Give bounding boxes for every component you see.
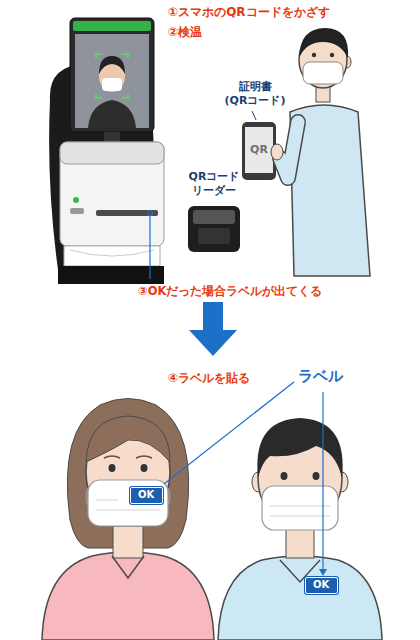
ok-label: OK	[130, 487, 163, 504]
step-text: ①スマホのQRコードをかざす	[168, 5, 330, 20]
label-text: OK	[137, 489, 156, 501]
leader-line	[252, 111, 256, 120]
paper-roll	[64, 246, 160, 266]
step-text: ④ラベルを貼る	[168, 371, 250, 386]
step-arrow	[189, 302, 237, 356]
label-printer	[60, 142, 164, 246]
woman-bangs	[86, 416, 170, 462]
person-eye	[312, 53, 316, 57]
qr-reader-window	[198, 228, 230, 244]
face-detect-frame	[96, 54, 128, 98]
tablet-screen	[75, 34, 149, 128]
ok-label: OK	[305, 577, 338, 594]
screen-person-mask	[102, 78, 122, 91]
person-hair	[299, 28, 348, 58]
printer-button	[70, 208, 84, 214]
person-eye	[330, 53, 334, 57]
leader-line	[322, 392, 323, 570]
kiosk-base	[58, 266, 164, 284]
person-hand	[271, 144, 283, 160]
phone-screen	[245, 127, 273, 173]
woman-shirt	[42, 552, 214, 640]
man-neck	[286, 526, 314, 558]
man-eye	[281, 472, 288, 480]
woman-neck	[113, 526, 143, 558]
part-name: 証明書 (QRコード)	[222, 80, 288, 108]
printer-lid	[60, 142, 164, 164]
leader-arrowhead	[319, 569, 327, 576]
screen-text: QR	[250, 143, 268, 157]
paper-curve	[70, 250, 154, 256]
part-name: QRコード リーダー	[181, 170, 247, 198]
screen-person-body	[88, 100, 136, 128]
leader-line	[164, 382, 294, 484]
qr-reader-top	[193, 210, 235, 224]
sensor-bar	[73, 21, 151, 31]
person-mask	[303, 62, 343, 84]
woman-brows	[104, 456, 152, 458]
qr-reader	[188, 206, 240, 252]
screen-person-hair	[99, 56, 125, 74]
woman-hair-back	[67, 399, 188, 549]
step-text: ②検温	[168, 25, 202, 40]
step-text: ③OKだった場合ラベルが出てくる	[138, 284, 322, 298]
woman-eye	[109, 464, 116, 472]
part-name: ラベル	[298, 367, 343, 386]
label-text: OK	[312, 579, 331, 591]
man-shirt	[218, 556, 382, 640]
woman-eye	[141, 464, 148, 472]
printer-slot	[96, 210, 158, 216]
leader-line	[149, 216, 150, 279]
tablet-body	[70, 18, 154, 132]
man-hair	[257, 418, 342, 478]
man-eye	[313, 472, 320, 480]
mask-pleats	[270, 506, 330, 516]
woman-collar	[112, 556, 144, 578]
leader-dot	[148, 211, 153, 216]
man-mask	[262, 486, 338, 530]
woman-mask	[88, 480, 168, 526]
printer-lamp	[73, 197, 79, 203]
